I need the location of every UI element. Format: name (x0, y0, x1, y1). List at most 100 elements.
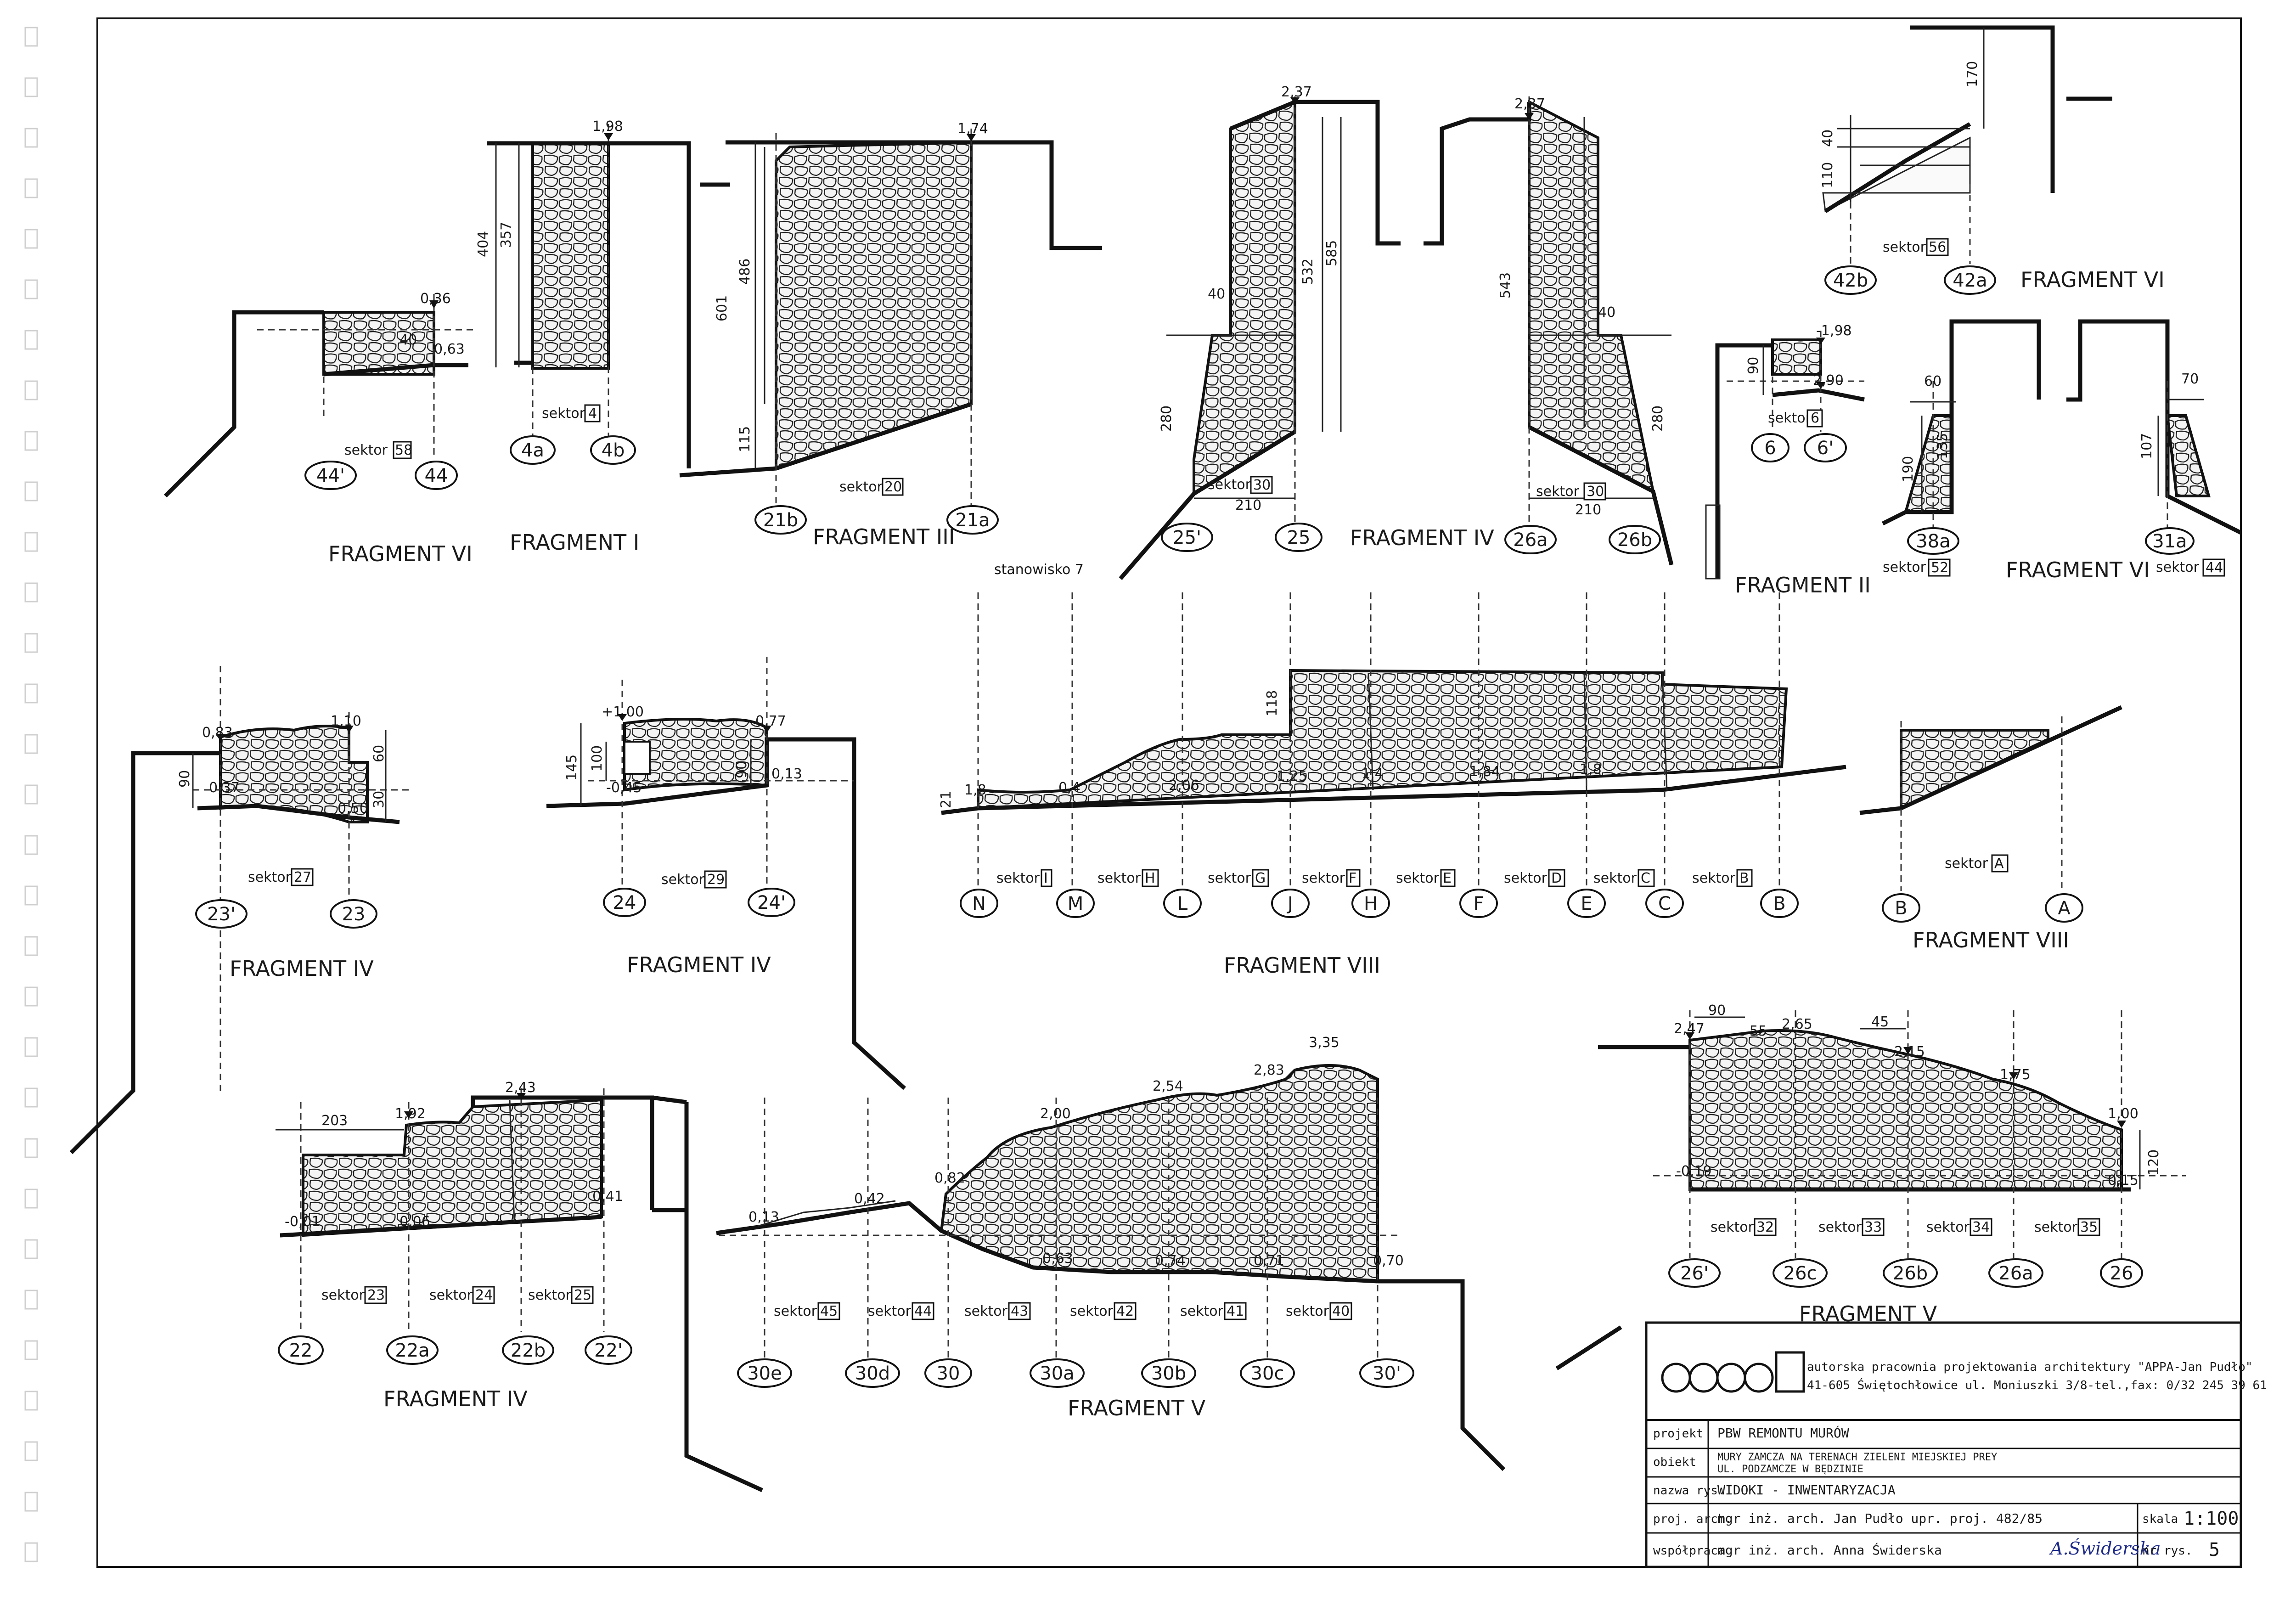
elev-label: 0,06 (400, 1214, 430, 1230)
sector-label: sektor (1208, 870, 1251, 886)
axis-bubble: H (1364, 893, 1378, 914)
dim-label: 357 (498, 222, 514, 248)
dim-label: 90 (1745, 357, 1761, 374)
axis-bubble: 6' (1817, 438, 1834, 459)
elev-label: 0,83 (202, 725, 233, 741)
sector-number: 34 (1972, 1219, 1990, 1235)
sector-number: G (1255, 870, 1266, 886)
sector-label: sektor (964, 1303, 1008, 1319)
sector-number: 25 (574, 1287, 591, 1303)
axis-lines (977, 592, 1780, 889)
row-value-2: UL. PODZAMCZE W BĘDZINIE (1717, 1464, 1863, 1475)
dim-label: 21 (938, 791, 954, 808)
sector-number: 4 (588, 406, 597, 422)
axis-bubbles: 30e 30d 30 30a 30b 30c 30' (737, 1358, 1414, 1388)
elev-label: -1,98 (1816, 323, 1852, 339)
dim-label: 145 (564, 755, 580, 781)
sector-number: 44 (2206, 560, 2223, 576)
row-label: proj. arch. (1653, 1512, 1732, 1526)
axis-bubble: 26a (1513, 529, 1548, 551)
sector-label: sektor (774, 1303, 817, 1319)
fragment-i: 1,98 404 357 sektor 4 4a 4b FRAGMENT I (475, 118, 730, 555)
sector-row: sektor 45 sektor 44 sektor 43 sektor 42 … (774, 1302, 1352, 1320)
elev-label: 2,37 (1281, 84, 1312, 100)
row-label: nazwa rys. (1653, 1484, 1725, 1498)
sector-number: 43 (1011, 1303, 1028, 1319)
fragment-title: FRAGMENT VI (328, 541, 473, 566)
sector-number: 33 (1864, 1219, 1882, 1235)
axis-bubble: 21a (955, 510, 990, 531)
sector-label: sektor (1711, 1219, 1754, 1235)
sector-label: sektor (1208, 477, 1251, 493)
sector-label: sektor (1593, 870, 1637, 886)
dim-label: 115 (737, 426, 753, 452)
fragment-title: FRAGMENT IV (1350, 525, 1494, 550)
dim-label: 120 (2146, 1149, 2162, 1176)
dim-label: 30 (371, 791, 387, 808)
elev-label: 1,10 (331, 713, 361, 729)
sector-label: sektor (1768, 410, 1812, 426)
elev-label: 2,83 (1254, 1062, 1284, 1078)
sector-label: sektor (344, 442, 388, 458)
office-address: 41-605 Świętochłowice ul. Moniuszki 3/8-… (1807, 1378, 2267, 1392)
dim-label: 90 (177, 770, 193, 788)
sector-label: sektor (1926, 1219, 1970, 1235)
sector-number: 6 (1811, 410, 1819, 426)
sector-label: sektor (839, 479, 883, 495)
fragment-title: FRAGMENT VI (2020, 267, 2165, 292)
elev-label: 0,63 (434, 341, 465, 357)
row-value: PBW REMONTU MURÓW (1717, 1425, 1849, 1441)
dim-label: 486 (737, 259, 753, 285)
axis-bubble: 25' (1173, 527, 1201, 548)
axis-bubble: A (2058, 898, 2071, 919)
elev-label: 0,74 (1155, 1253, 1186, 1269)
sector-label: sektor (1536, 484, 1580, 500)
axis-bubble: 22' (594, 1340, 623, 1361)
sector-label: sektor (1692, 870, 1736, 886)
sector-label: sektor (528, 1287, 572, 1303)
elev-label: 1,84 (1469, 764, 1500, 780)
elev-label: 2,37 (1514, 96, 1545, 112)
dim-label: 90 (734, 761, 750, 778)
sheet-frame (96, 17, 2242, 1568)
dim-label: 203 (321, 1113, 348, 1129)
row-label: obiekt (1653, 1455, 1696, 1469)
axis-bubble: 23 (342, 904, 366, 925)
elev-label: 2,65 (1782, 1016, 1812, 1032)
sector-number: 23 (367, 1287, 385, 1303)
elev-label: 0,70 (1373, 1253, 1404, 1269)
sector-number: 30 (1587, 484, 1604, 500)
sector-number: 45 (820, 1303, 838, 1319)
elev-label: -0,01 (285, 1214, 321, 1230)
sector-label: sektor (1286, 1303, 1329, 1319)
sector-number: C (1641, 870, 1650, 886)
elev-label: 0,71 (1254, 1253, 1284, 1269)
scale-value: 1:100 (2183, 1508, 2239, 1529)
sector-label: sektor (1883, 559, 1926, 575)
elev-label: 0,41 (592, 1189, 623, 1205)
elev-label: 1,00 (2108, 1106, 2138, 1122)
sector-label: sektor (1180, 1303, 1224, 1319)
dim-label: 404 (475, 231, 491, 257)
dim-label: 210 (1575, 502, 1601, 518)
axis-bubble: 30a (1040, 1363, 1074, 1384)
axis-bubble: 26' (1680, 1263, 1709, 1284)
title-block: autorska pracownia projektowania archite… (1645, 1321, 2267, 1568)
axis-bubble: 30 (937, 1363, 960, 1384)
elev-label: 2,06 (1169, 777, 1199, 794)
axis-bubbles: N M L J H F E C B (960, 889, 1799, 918)
sector-label: sektor (1097, 870, 1141, 886)
dim-label: 601 (714, 295, 730, 321)
fragment-title: FRAGMENT VI (2006, 558, 2150, 582)
dim-label: 280 (1159, 406, 1175, 432)
dim-label: 210 (1235, 497, 1261, 513)
elev-label: -0,19 (1676, 1163, 1712, 1179)
axis-bubble: 30' (1373, 1363, 1401, 1384)
sector-label: sektor (248, 869, 292, 885)
axis-bubble: M (1068, 893, 1084, 914)
fragment-iii: 1,74 601 486 115 sektor 20 21b 21a FRAGM… (679, 121, 1102, 549)
axis-bubble: 30d (855, 1363, 890, 1384)
elev-label: 0,77 (755, 713, 786, 729)
dim-label: 110 (1820, 162, 1836, 188)
axis-bubble: 44' (316, 465, 345, 486)
